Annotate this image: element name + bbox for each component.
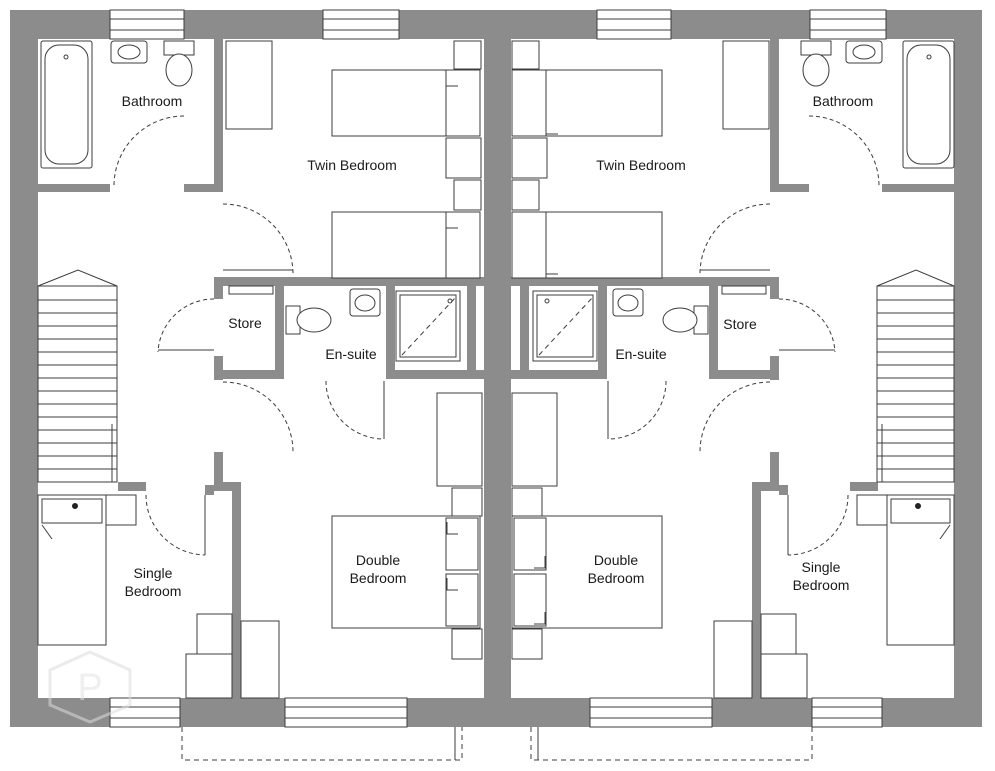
label-single-bedroom-right-1: Single xyxy=(802,559,841,575)
outer-walls xyxy=(10,10,982,727)
basin-left xyxy=(110,40,148,64)
fixtures-left xyxy=(37,40,483,699)
window-bottom-1 xyxy=(109,697,181,728)
windows xyxy=(109,9,887,761)
label-twin-bedroom-left: Twin Bedroom xyxy=(307,157,396,173)
label-ensuite-right: En-suite xyxy=(615,346,667,362)
bed-twin-2-right xyxy=(511,211,663,279)
bed-single-right xyxy=(886,494,955,646)
bed-double-right xyxy=(511,515,663,629)
window-bottom-4 xyxy=(811,697,883,728)
basin-right xyxy=(845,40,883,64)
wc-ensuite-left xyxy=(296,307,332,333)
window-bottom-2 xyxy=(284,697,408,728)
interior-walls-right xyxy=(467,39,954,698)
bed-twin-2-left xyxy=(331,211,481,279)
basin-ensuite-right xyxy=(612,288,644,317)
bed-twin-1-left xyxy=(331,69,481,137)
party-wall xyxy=(484,10,511,727)
window-bottom-3 xyxy=(589,697,713,728)
window-top-3 xyxy=(596,9,672,40)
wardrobe-twin-right xyxy=(722,40,770,130)
stairs-left xyxy=(37,269,118,483)
label-double-bedroom-right-1: Double xyxy=(594,552,639,568)
bed-twin-1-right xyxy=(511,69,663,137)
label-bathroom-left: Bathroom xyxy=(122,93,183,109)
room-labels: Bathroom Twin Bedroom Store En-suite Sin… xyxy=(122,93,874,599)
wc-cistern-right xyxy=(800,40,832,56)
bed-single-left xyxy=(37,494,107,646)
door-swings xyxy=(113,115,880,556)
label-store-right: Store xyxy=(723,316,757,332)
stairs-right xyxy=(876,269,955,483)
bay-outline-left xyxy=(181,727,463,761)
label-single-bedroom-left-2: Bedroom xyxy=(125,583,182,599)
label-single-bedroom-left-1: Single xyxy=(134,565,173,581)
label-double-bedroom-left-2: Bedroom xyxy=(350,570,407,586)
interior-walls-left xyxy=(38,39,484,698)
wc-bowl-left xyxy=(165,53,193,87)
chest-right xyxy=(511,392,558,487)
watermark-logo: P xyxy=(48,650,132,724)
watermark-letter: P xyxy=(77,667,102,709)
label-single-bedroom-right-2: Bedroom xyxy=(793,577,850,593)
label-bathroom-right: Bathroom xyxy=(813,93,874,109)
window-top-2 xyxy=(322,9,400,40)
chest-left xyxy=(436,392,483,487)
wc-bowl-right xyxy=(802,53,830,87)
label-double-bedroom-left-1: Double xyxy=(356,552,401,568)
wall-right xyxy=(954,10,982,727)
window-top-1 xyxy=(109,9,185,40)
label-double-bedroom-right-2: Bedroom xyxy=(588,570,645,586)
bath-inner-left xyxy=(44,44,89,165)
wall-left xyxy=(10,10,38,727)
label-store-left: Store xyxy=(228,315,262,331)
fixtures-right xyxy=(511,40,955,699)
label-twin-bedroom-right: Twin Bedroom xyxy=(596,157,685,173)
wc-ensuite-right xyxy=(662,307,698,333)
bed-double-left xyxy=(331,515,481,629)
label-ensuite-left: En-suite xyxy=(325,346,377,362)
window-top-4 xyxy=(809,9,887,40)
wc-cistern-left xyxy=(163,40,195,56)
bay-outline-right xyxy=(530,727,813,761)
wardrobe-twin-left xyxy=(225,40,273,130)
basin-ensuite-left xyxy=(349,288,381,317)
